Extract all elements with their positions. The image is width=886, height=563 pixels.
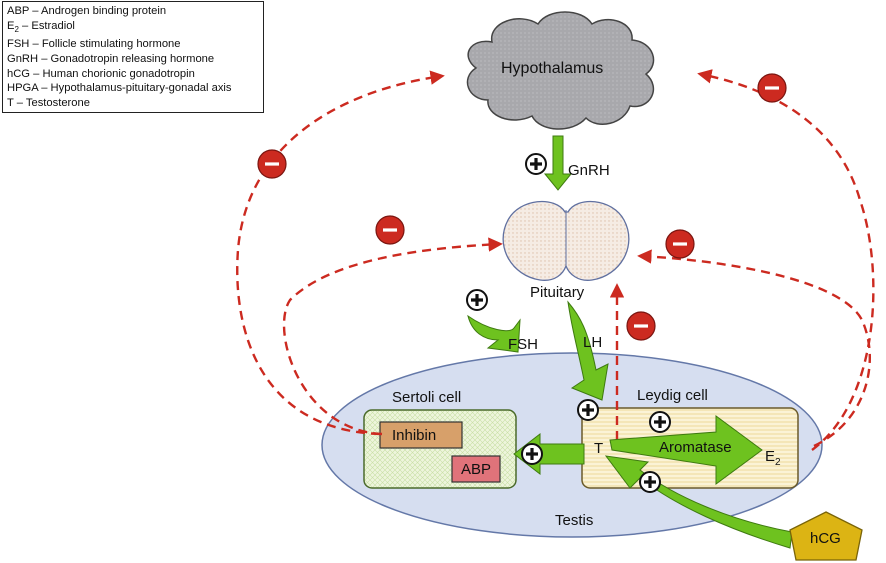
fsh-label: FSH <box>508 336 538 353</box>
abbreviation-legend: ABP – Androgen binding protein E2 – Estr… <box>2 1 264 113</box>
legend-item-t: T – Testosterone <box>7 96 90 109</box>
gnrh-label: GnRH <box>568 162 610 179</box>
hypothalamus-label: Hypothalamus <box>501 60 604 77</box>
leydig-cell-label: Leydig cell <box>637 387 708 404</box>
minus-marker-left-inner: − <box>375 215 405 245</box>
abp-label: ABP <box>461 461 492 478</box>
hypothalamus-cloud <box>466 11 655 130</box>
legend-item-e2: E2 – Estradiol <box>7 19 75 34</box>
minus-marker-left-outer: − <box>257 149 287 179</box>
testosterone-label: T <box>594 440 604 457</box>
abp-box <box>451 455 501 483</box>
feedback-inhibin-to-hypothalamus <box>236 70 445 436</box>
sertoli-cell-label: Sertoli cell <box>392 389 462 406</box>
plus-marker-t-sertoli: + <box>521 443 543 465</box>
minus-marker-right-outer: − <box>757 73 787 103</box>
hcg-pentagon <box>789 511 863 561</box>
pituitary-label: Pituitary <box>530 284 585 301</box>
gnrh-arrow <box>543 135 573 191</box>
feedback-leydig-to-pituitary <box>637 249 871 448</box>
plus-marker-gnrh: + <box>525 153 547 175</box>
minus-marker-right-inner: − <box>665 229 695 259</box>
legend-item-hpga: HPGA – Hypothalamus-pituitary-gonadal ax… <box>7 82 232 95</box>
plus-marker-lh: + <box>577 399 599 421</box>
stimulation-markers: + + + + + + <box>466 153 671 493</box>
plus-marker-aromatase: + <box>649 411 671 433</box>
fsh-arrow <box>467 314 521 353</box>
plus-marker-hcg: + <box>639 471 661 493</box>
feedback-inhibin-to-pituitary <box>282 237 503 436</box>
inhibin-box <box>379 421 463 449</box>
aromatase-arrow <box>609 415 763 485</box>
legend-item-hcg: hCG – Human chorionic gonadotropin <box>7 67 195 80</box>
plus-marker-fsh: + <box>466 289 488 311</box>
inhibin-label: Inhibin <box>392 427 437 444</box>
hcg-label: hCG <box>810 530 841 547</box>
legend-item-fsh: FSH – Follicle stimulating hormone <box>7 38 181 51</box>
lh-label: LH <box>583 334 603 351</box>
legend-item-gnrh: GnRH – Gonadotropin releasing hormone <box>7 53 215 66</box>
estradiol-label: E2 <box>765 448 781 468</box>
minus-marker-center: − <box>626 311 656 341</box>
lh-arrow <box>567 300 609 401</box>
legend-item-abp: ABP – Androgen binding protein <box>7 5 167 17</box>
inhibition-markers: − − − − − <box>257 73 787 341</box>
testis-label: Testis <box>555 512 594 529</box>
aromatase-label: Aromatase <box>659 439 732 456</box>
